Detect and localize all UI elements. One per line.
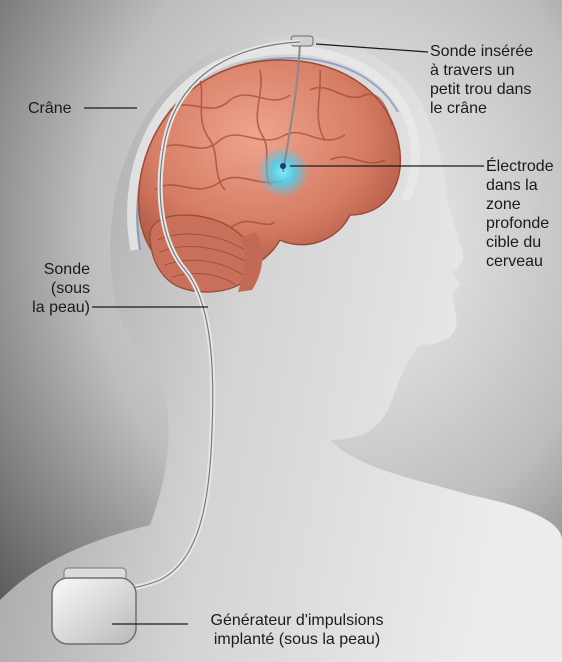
label-pulse-generator: Générateur d'impulsions implanté (sous l… (190, 611, 404, 649)
label-subcutaneous-lead: Sonde (sous la peau) (18, 260, 90, 317)
label-burr-hole-lead: Sonde insérée à travers un petit trou da… (430, 42, 533, 118)
electrode-tip (280, 163, 286, 169)
pulse-generator (52, 568, 136, 644)
label-electrode: Électrode dans la zone profonde cible du… (486, 157, 554, 271)
label-skull: Crâne (28, 99, 72, 118)
